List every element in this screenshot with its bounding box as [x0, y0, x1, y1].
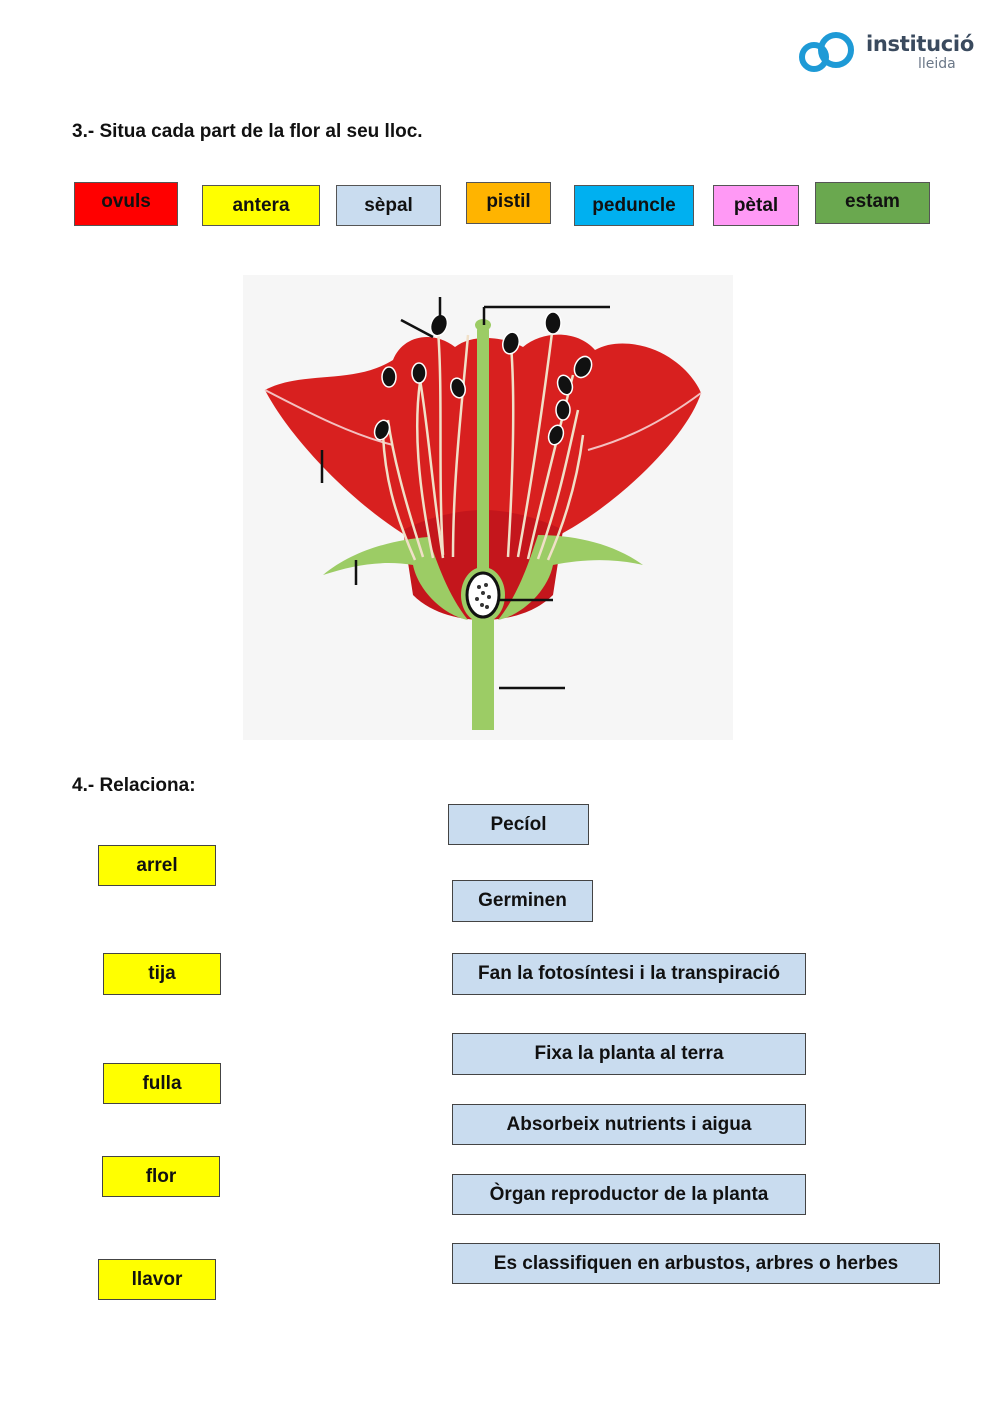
- section-3-title: 3.- Situa cada part de la flor al seu ll…: [72, 121, 423, 142]
- chip-sepal[interactable]: sèpal: [336, 185, 441, 226]
- left-item-tija[interactable]: tija: [103, 953, 221, 995]
- logo-rings-icon: [799, 32, 854, 72]
- right-item-fotosintesi[interactable]: Fan la fotosíntesi i la transpiració: [452, 953, 806, 995]
- chip-estam[interactable]: estam: [815, 182, 930, 224]
- right-item-germinen[interactable]: Germinen: [452, 880, 593, 922]
- chip-peduncle[interactable]: peduncle: [574, 185, 694, 226]
- chip-ovuls[interactable]: ovuls: [74, 182, 178, 226]
- left-item-arrel[interactable]: arrel: [98, 845, 216, 886]
- chip-petal[interactable]: pètal: [713, 185, 799, 226]
- left-item-flor[interactable]: flor: [102, 1156, 220, 1197]
- right-item-classifiquen[interactable]: Es classifiquen en arbustos, arbres o he…: [452, 1243, 940, 1284]
- logo-text-institucio: institució: [866, 32, 974, 56]
- left-item-llavor[interactable]: llavor: [98, 1259, 216, 1300]
- chip-pistil[interactable]: pistil: [466, 182, 551, 224]
- institucio-lleida-logo: institució lleida: [796, 30, 974, 78]
- chip-antera[interactable]: antera: [202, 185, 320, 226]
- section-4-title: 4.- Relaciona:: [72, 775, 196, 796]
- flower-diagram: [243, 275, 733, 740]
- flower-cross-section-illustration: [243, 275, 733, 740]
- right-item-organ-reproductor[interactable]: Òrgan reproductor de la planta: [452, 1174, 806, 1215]
- logo-text-lleida: lleida: [918, 56, 956, 72]
- right-item-absorbeix[interactable]: Absorbeix nutrients i aigua: [452, 1104, 806, 1145]
- right-item-fixa-planta[interactable]: Fixa la planta al terra: [452, 1033, 806, 1075]
- left-item-fulla[interactable]: fulla: [103, 1063, 221, 1104]
- right-item-peciol[interactable]: Pecíol: [448, 804, 589, 845]
